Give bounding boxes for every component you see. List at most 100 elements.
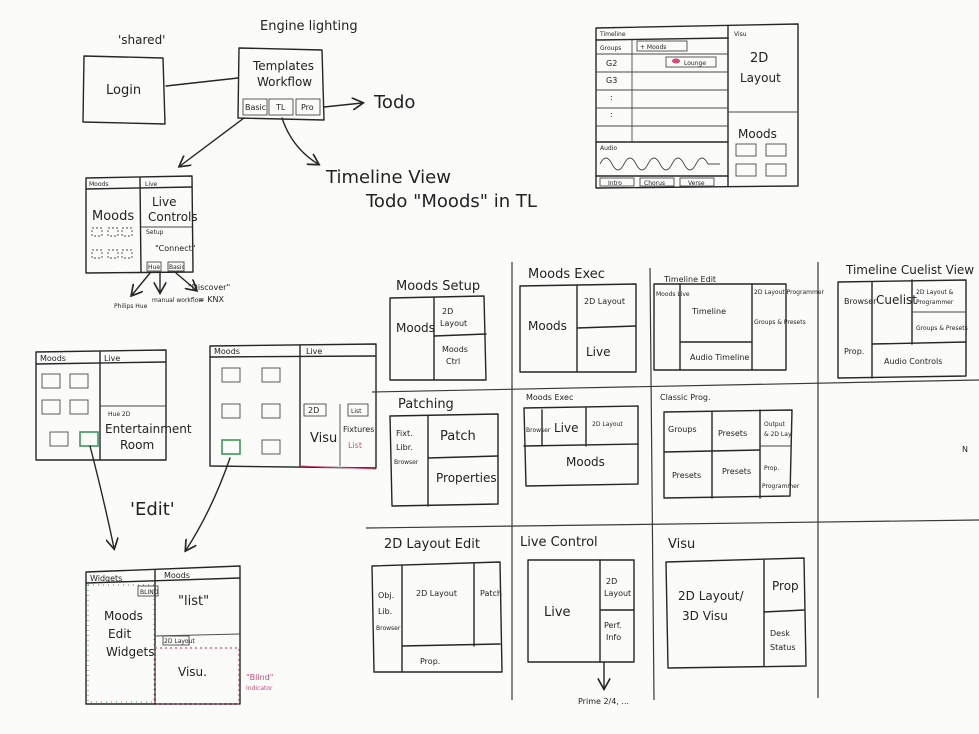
- tl-template-button[interactable]: [268, 98, 294, 116]
- blind-button[interactable]: [137, 585, 159, 597]
- layout-live-control: Live Control Live 2D Layout Perf. Info P…: [520, 535, 635, 706]
- bottom-tab-widgets: Widgets: [90, 574, 122, 583]
- small-basic-button[interactable]: [167, 261, 185, 272]
- timeline-audio-waveform: [599, 157, 720, 171]
- visu-title: Visu: [668, 537, 695, 552]
- timeline-tab: Timeline: [599, 31, 626, 38]
- live-control-perf-line1: Perf.: [604, 621, 622, 630]
- timeline-row-0: G2: [606, 59, 617, 68]
- to-todo-arrow: [323, 103, 362, 107]
- moods-exec-2-live: Live: [554, 421, 579, 435]
- pro-template-button[interactable]: [295, 98, 321, 116]
- small-moods-label: Moods: [92, 209, 134, 224]
- moods-setup-layout-line1: 2D: [442, 307, 453, 316]
- classic-prog-groups: Groups: [668, 425, 697, 434]
- live-control-layout-line2: Layout: [604, 589, 631, 598]
- basic-template-button[interactable]: [242, 98, 268, 116]
- layout-2d-edit-left-line2: Lib.: [378, 607, 392, 616]
- classic-prog-presets-bl: Presets: [672, 471, 701, 480]
- engine-lighting-label: Engine lighting: [260, 19, 358, 34]
- classic-prog-prop-line2: Programmer: [762, 483, 800, 490]
- mid-right-list-note: List: [348, 441, 362, 450]
- timeline-verse-label: Verse: [688, 180, 705, 187]
- live-control-perf-line2: Info: [606, 633, 621, 642]
- edit-label: 'Edit': [130, 499, 175, 520]
- timeline-edit-audio: Audio Timeline: [690, 353, 749, 362]
- timeline-sketch: Timeline Visu Groups + Moods G2 G3 : : L…: [595, 23, 799, 189]
- small-moods-live-panel: Moods Live Moods Live Controls Setup "Co…: [85, 175, 198, 274]
- mid-left-selected-tile[interactable]: [79, 431, 99, 447]
- discover-label: "Discover": [188, 283, 230, 292]
- moods-setup-ctrl-line2: Ctrl: [446, 357, 460, 366]
- basic-template-label: Basic: [245, 103, 266, 112]
- to-timeline-view-arrow: [281, 117, 318, 164]
- patching-left-line3: Browser: [394, 459, 419, 466]
- layout-2d-edit-left-line3: Browser: [376, 625, 401, 632]
- layout-moods-exec-2: Moods Exec Browser Live 2D Layout Moods: [523, 393, 639, 487]
- tl-template-label: TL: [275, 103, 286, 112]
- mid-left-tab-moods: Moods: [40, 354, 66, 363]
- patching-title: Patching: [398, 397, 454, 412]
- timeline-chorus-segment[interactable]: [639, 177, 675, 187]
- cuelist-cuelist: Cuelist: [876, 293, 917, 307]
- shared-label: 'shared': [118, 33, 165, 47]
- mid-right-mood-tiles: [221, 367, 281, 455]
- layout-moods-exec: Moods Exec Moods 2D Layout Live: [519, 267, 637, 373]
- pro-template-label: Pro: [301, 103, 314, 112]
- timeline-lounge-clip[interactable]: [665, 56, 717, 68]
- timeline-audio-label: Audio: [600, 145, 617, 152]
- small-hue-button-label: Hue: [148, 264, 160, 271]
- mid-left-room-line1: Entertainment: [105, 422, 192, 436]
- bottom-widget-area: [87, 584, 155, 703]
- classic-prog-output-line1: Output: [764, 421, 785, 428]
- moods-exec-2-layout: 2D Layout: [592, 421, 623, 428]
- mid-right-fixtures-label: Fixtures: [343, 425, 374, 434]
- cuelist-groups: Groups & Presets: [916, 325, 968, 332]
- live-control-live: Live: [544, 605, 571, 620]
- edit-arrow-right: [186, 457, 231, 550]
- timeline-moods-col: + Moods: [640, 44, 666, 51]
- classic-prog-title: Classic Prog.: [660, 393, 711, 402]
- timeline-verse-segment[interactable]: [679, 177, 715, 187]
- patching-patch: Patch: [440, 429, 476, 444]
- mid-right-list-tab[interactable]: [347, 403, 369, 417]
- bottom-visu-blind-area: [154, 647, 240, 705]
- moods-exec-2-moods: Moods: [566, 455, 605, 469]
- mid-left-mood-tiles: [41, 373, 89, 447]
- mid-left-tab-live: Live: [104, 354, 120, 363]
- layout-2d-edit-prop: Prop.: [420, 657, 440, 666]
- timeline-intro-segment[interactable]: [599, 177, 635, 187]
- visu-prop: Prop: [772, 579, 799, 593]
- small-mood-tiles: [91, 227, 133, 259]
- moods-exec-2-title: Moods Exec: [526, 393, 573, 402]
- layout-patching: Patching Fixt. Libr. Browser Patch Prope…: [389, 397, 499, 507]
- timeline-lounge-marker: [672, 58, 680, 64]
- patching-properties: Properties: [436, 471, 497, 485]
- small-hue-button[interactable]: [146, 261, 162, 272]
- moods-exec-2-browser: Browser: [526, 427, 551, 434]
- timeline-intro-label: Intro: [608, 180, 622, 187]
- timeline-layout-line1: 2D: [750, 51, 768, 66]
- cuelist-audio: Audio Controls: [884, 357, 942, 366]
- knx-label: = KNX: [198, 295, 224, 304]
- timeline-moods-track-header[interactable]: [636, 40, 688, 52]
- classic-prog-presets-top: Presets: [718, 429, 747, 438]
- cuelist-right-top-line2: Programmer: [916, 299, 954, 306]
- templates-workflow-box: Templates Workflow Basic TL Pro: [237, 47, 325, 121]
- mid-left-moods-panel: Moods Live Hue 2D Entertainment Room: [35, 349, 192, 461]
- moods-exec-live: Live: [586, 345, 611, 359]
- layout-classic-prog: Classic Prog. Groups Presets Output & 2D…: [660, 393, 800, 499]
- mid-left-room-tab: Hue 2D: [108, 411, 131, 418]
- small-tab-live: Live: [145, 181, 158, 188]
- mid-right-tab-live: Live: [306, 347, 322, 356]
- mid-left-room-line2: Room: [120, 438, 154, 452]
- moods-exec-moods: Moods: [528, 319, 567, 333]
- edge-mark: N: [962, 445, 968, 454]
- bottom-2d-layout-tab[interactable]: [162, 635, 190, 646]
- mid-right-2d-tab[interactable]: [303, 403, 327, 417]
- layout-2d-edit-layout: 2D Layout: [416, 589, 457, 598]
- edit-arrow-left: [89, 445, 114, 548]
- bottom-2d-layout-tab-label: 2D Layout: [164, 638, 195, 645]
- mid-right-selected-tile[interactable]: [221, 439, 241, 455]
